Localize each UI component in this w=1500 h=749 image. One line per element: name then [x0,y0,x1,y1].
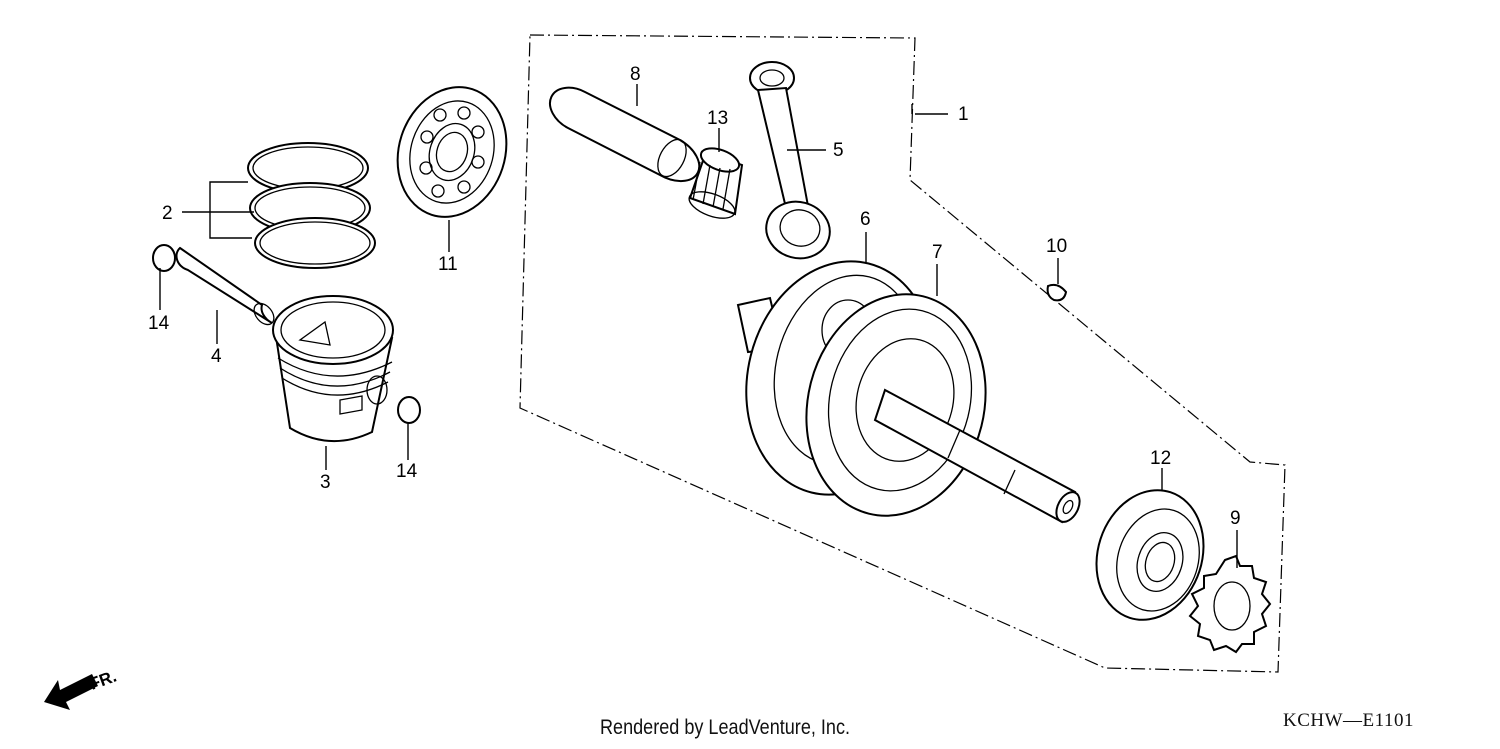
callout-3: 3 [320,472,331,493]
piston-3 [272,295,394,442]
gear-9 [1188,554,1272,654]
callout-11: 11 [438,254,458,275]
bearing-11 [396,86,508,218]
callout-1: 1 [958,104,969,125]
woodruff-key-10 [1046,283,1068,302]
callout-4: 4 [211,346,222,367]
clip-14-left [152,244,176,272]
callout-13: 13 [707,108,728,129]
clip-14-right [397,396,421,424]
callout-6: 6 [860,209,871,230]
front-arrow-label: FR. [87,667,119,694]
diagram-code: KCHW—E1101 [1283,710,1414,731]
callout-9: 9 [1230,508,1241,529]
callout-12: 12 [1150,448,1171,469]
callout-14-left: 14 [148,313,170,334]
connecting-rod-5 [749,61,831,260]
assembly-boundary [519,34,1286,673]
leader-lines [159,84,1238,568]
piston-pin-4 [175,246,275,326]
needle-bearing-13 [688,147,744,219]
callout-7: 7 [932,242,943,263]
callout-14-right: 14 [396,461,418,482]
callout-2: 2 [162,203,173,224]
render-credit: Rendered by LeadVenture, Inc. [600,716,851,739]
crankshaft-assembly [736,260,1081,524]
callout-8: 8 [630,64,641,85]
callout-5: 5 [833,140,844,161]
crank-pin-8 [549,86,701,183]
piston-rings [247,142,376,269]
front-arrow-icon: FR. [44,667,119,710]
callout-10: 10 [1046,236,1067,257]
bearing-12 [1095,489,1205,621]
